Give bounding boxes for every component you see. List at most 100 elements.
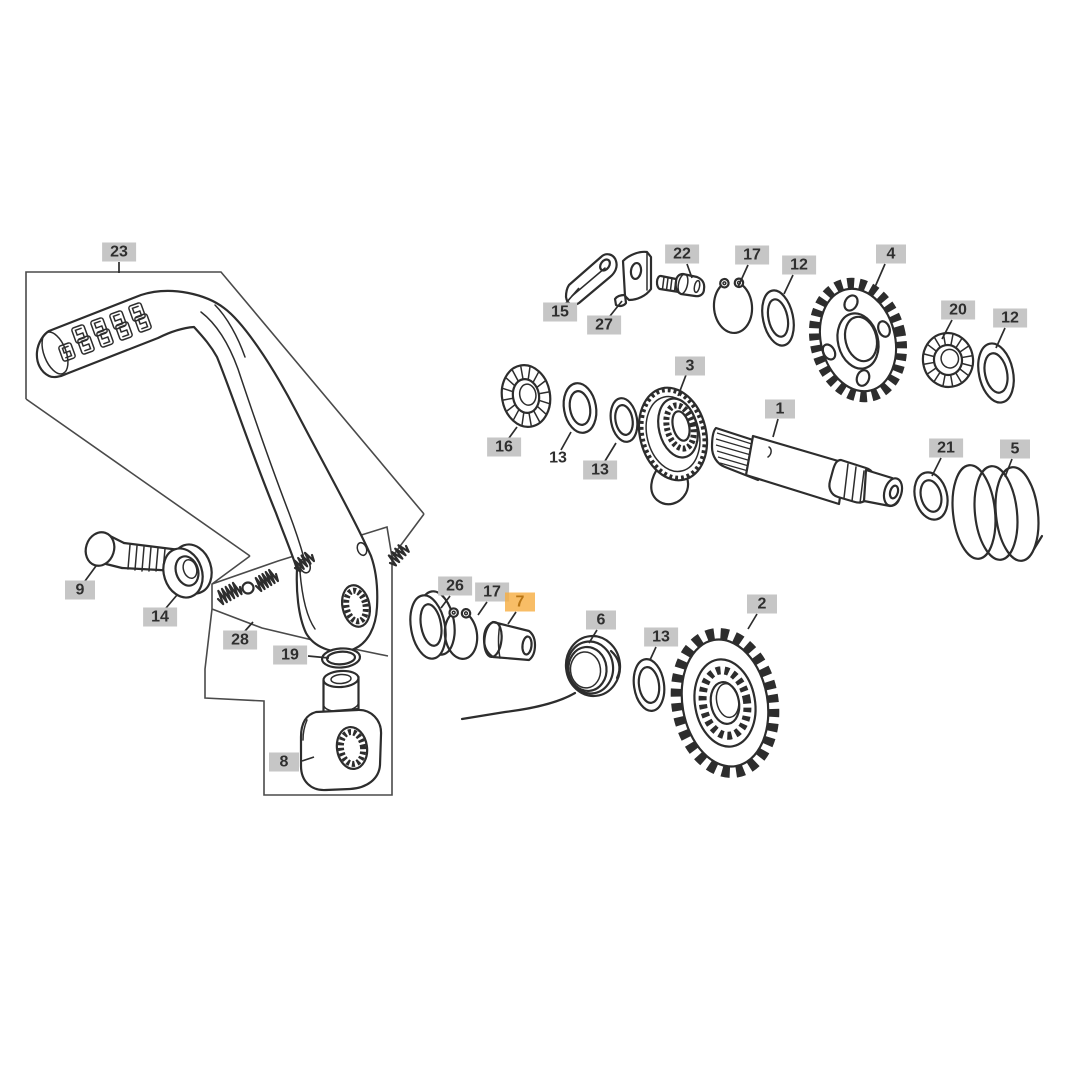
gear2-teeth: [670, 628, 780, 778]
part-12-washer-b: [977, 342, 1015, 404]
leader-line-13: [560, 431, 572, 451]
part-label-20[interactable]: 20: [941, 300, 975, 320]
kick-lever-body: [35, 289, 379, 653]
part-label-3[interactable]: 3: [675, 356, 705, 376]
leader-line-13: [649, 646, 657, 661]
part-label-7-highlighted[interactable]: 7: [505, 592, 535, 612]
spring-coil-2: [565, 640, 615, 695]
part-label-17[interactable]: 17: [475, 582, 509, 602]
joint-edge: [302, 719, 308, 741]
leader-line-27: [609, 300, 623, 317]
part-label-14[interactable]: 14: [143, 607, 177, 627]
gear4-cutout-1: [843, 294, 859, 312]
bolt22-socket: [693, 279, 701, 294]
leader-line-5: [1004, 458, 1013, 478]
part-label-13[interactable]: 13: [644, 627, 678, 647]
part-8-starter-joint: [299, 669, 383, 792]
part-7-bushing: [482, 620, 537, 662]
leader-line-2: [747, 613, 758, 630]
part-label-21[interactable]: 21: [929, 438, 963, 458]
part-12-washer-a: [761, 289, 795, 347]
part-label-1[interactable]: 1: [765, 399, 795, 419]
joint-cylinder-top: [322, 669, 360, 689]
boss-contour: [299, 571, 316, 630]
joint-spline-teeth: [337, 729, 367, 767]
gear4-cutout-3: [855, 369, 871, 387]
cover-bore: [182, 558, 198, 580]
part-13-washer-a: [562, 382, 598, 434]
part-label-15[interactable]: 15: [543, 302, 577, 322]
gear3-bore: [671, 410, 691, 442]
part-label-4[interactable]: 4: [876, 244, 906, 264]
bracket-hole: [629, 261, 643, 281]
leader-line-12: [783, 274, 794, 295]
label-leader-lines: [84, 262, 1013, 762]
group-outline-boxes: [25, 271, 425, 796]
leader-line-8: [301, 756, 315, 762]
shaft-spline-hatch: [715, 432, 760, 475]
part-label-12[interactable]: 12: [782, 255, 816, 275]
shaft-mark: [767, 446, 772, 458]
part-label-9[interactable]: 9: [65, 580, 95, 600]
gear4-cutout-4: [821, 343, 837, 361]
bolt22-head-face: [677, 273, 689, 295]
boss-hole-small: [356, 541, 368, 557]
leader-line-6: [588, 629, 598, 644]
detent-ball: [241, 581, 255, 595]
gear3-knurl: [638, 387, 708, 481]
part-22-bolt: [655, 272, 706, 298]
part-label-5[interactable]: 5: [1000, 439, 1030, 459]
part-5-coil-spring: [951, 464, 1044, 562]
spring5-ring-3: [994, 466, 1040, 562]
gear2-inner-ring: [693, 658, 757, 748]
grip-tread-pattern: [58, 302, 152, 362]
part-label-13[interactable]: 13: [583, 460, 617, 480]
part-6-return-spring: [460, 634, 622, 721]
plate-edge: [571, 267, 606, 297]
leader-line-22: [686, 263, 693, 279]
part-label-6[interactable]: 6: [586, 610, 616, 630]
part-1-shaft: [710, 426, 904, 508]
leader-line-14: [165, 594, 178, 609]
grip-end-cap: [41, 331, 69, 375]
gear4-bore: [843, 315, 879, 363]
part-label-17[interactable]: 17: [735, 245, 769, 265]
part-label-12[interactable]: 12: [993, 308, 1027, 328]
part-26-bushing: [409, 590, 456, 660]
part-16-needle-bearing: [500, 364, 552, 428]
part-label-26[interactable]: 26: [438, 576, 472, 596]
spring-arm: [460, 691, 577, 721]
part-label-13[interactable]: 13: [549, 449, 567, 467]
bushing7-left-face: [483, 620, 503, 659]
lever-ridge-line-2: [214, 304, 246, 358]
part-label-28[interactable]: 28: [223, 630, 257, 650]
leader-line-17: [477, 601, 488, 616]
part-label-2[interactable]: 2: [747, 594, 777, 614]
part-label-22[interactable]: 22: [665, 244, 699, 264]
part-20-needle-bearing: [921, 331, 975, 389]
spring-hook: [609, 649, 621, 680]
leader-line-12: [995, 327, 1006, 349]
o-ring-inner: [325, 650, 357, 666]
part-label-8[interactable]: 8: [269, 752, 299, 772]
bolt22-threads: [661, 276, 681, 293]
bushing7-seam: [497, 623, 501, 659]
leader-line-26: [440, 595, 451, 609]
leader-line-4: [874, 263, 886, 288]
part-label-27[interactable]: 27: [587, 315, 621, 335]
gear2-ratchet: [698, 666, 752, 740]
spring-coil-4: [569, 651, 602, 689]
part-9-bolt: [84, 531, 187, 573]
spring5-ring-2: [973, 465, 1019, 561]
detent-spring-left: [216, 581, 243, 606]
joint-cylinder-bore: [330, 673, 352, 685]
part-label-16[interactable]: 16: [487, 437, 521, 457]
part-label-23[interactable]: 23: [102, 242, 136, 262]
part-label-19[interactable]: 19: [273, 645, 307, 665]
part-27-bracket: [613, 250, 653, 308]
part-3-ratchet-gear: [637, 386, 709, 506]
gear3-spline: [663, 402, 697, 452]
detent-spring-right: [254, 568, 280, 593]
leader-line-17: [737, 264, 749, 288]
